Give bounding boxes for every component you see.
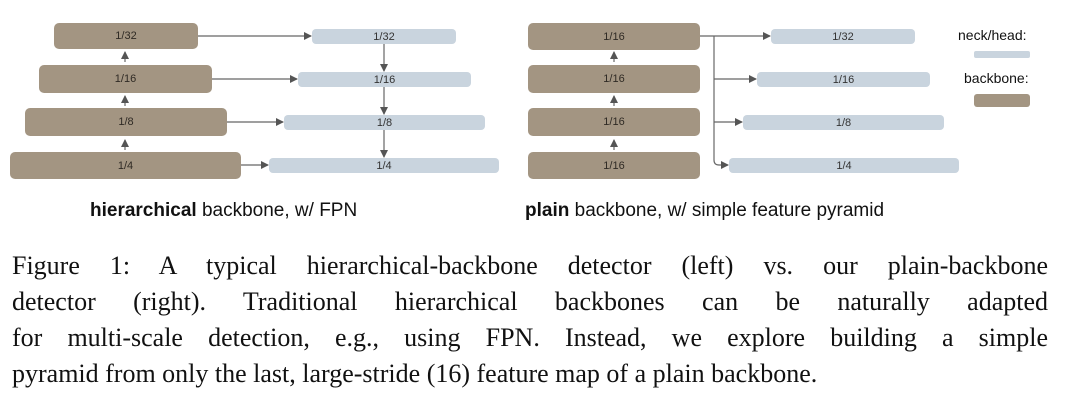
legend-neck-head-swatch	[974, 51, 1030, 58]
left-neck-block-1: 1/32	[312, 29, 456, 44]
right-neck-block-2: 1/16	[757, 72, 930, 87]
left-caption-rest: backbone, w/ FPN	[196, 200, 358, 221]
block-label: 1/8	[376, 116, 393, 129]
left-neck-block-4: 1/4	[269, 158, 499, 173]
block-label: 1/32	[832, 30, 854, 43]
block-label: 1/16	[114, 73, 137, 85]
right-neck-block-1: 1/32	[771, 29, 915, 44]
left-backbone-block-3: 1/8	[25, 108, 227, 136]
block-label: 1/16	[603, 30, 625, 43]
figure-caption-line-1: Figure 1: A typical hierarchical-backbon…	[12, 251, 1048, 280]
legend-neck-head-label: neck/head:	[958, 27, 1027, 43]
block-label: 1/16	[373, 73, 396, 86]
block-label: 1/8	[835, 116, 852, 129]
block-label: 1/8	[118, 116, 134, 128]
right-backbone-block-1: 1/16	[528, 23, 700, 50]
right-caption-bold: plain	[525, 200, 570, 221]
right-fanout-arrows	[700, 32, 771, 169]
left-backbone-block-2: 1/16	[39, 65, 212, 93]
left-neck-block-3: 1/8	[284, 115, 485, 130]
block-label: 1/4	[836, 159, 852, 172]
right-diagram-caption: plain backbone, w/ simple feature pyrami…	[525, 200, 884, 222]
block-label: 1/16	[603, 73, 625, 85]
block-label: 1/16	[832, 73, 855, 86]
right-neck-block-3: 1/8	[743, 115, 944, 130]
left-caption-bold: hierarchical	[90, 200, 197, 221]
figure-caption-line-4: pyramid from only the last, large-stride…	[12, 359, 818, 388]
left-backbone-block-4: 1/4	[10, 152, 241, 179]
block-label: 1/16	[603, 116, 625, 128]
block-label: 1/32	[115, 30, 137, 42]
legend-backbone-swatch	[974, 94, 1030, 107]
right-backbone-block-3: 1/16	[528, 108, 700, 136]
figure-caption: Figure 1: A typical hierarchical-backbon…	[12, 248, 1048, 392]
right-backbone-block-2: 1/16	[528, 65, 700, 93]
left-lateral-arrows	[198, 32, 312, 169]
figure-caption-line-3: for multi-scale detection, e.g., using F…	[12, 323, 1048, 352]
right-neck-block-4: 1/4	[729, 158, 959, 173]
left-diagram-caption: hierarchical backbone, w/ FPN	[90, 200, 357, 222]
left-backbone-block-1: 1/32	[54, 23, 198, 49]
block-label: 1/4	[376, 159, 392, 172]
left-neck-block-2: 1/16	[298, 72, 471, 87]
block-label: 1/4	[117, 159, 134, 172]
figure-caption-line-2: detector (right). Traditional hierarchic…	[12, 287, 1048, 316]
block-label: 1/32	[373, 30, 395, 43]
legend-backbone-label: backbone:	[964, 70, 1029, 86]
right-caption-rest: backbone, w/ simple feature pyramid	[569, 200, 885, 221]
right-backbone-block-4: 1/16	[528, 152, 700, 179]
block-label: 1/16	[603, 159, 625, 172]
